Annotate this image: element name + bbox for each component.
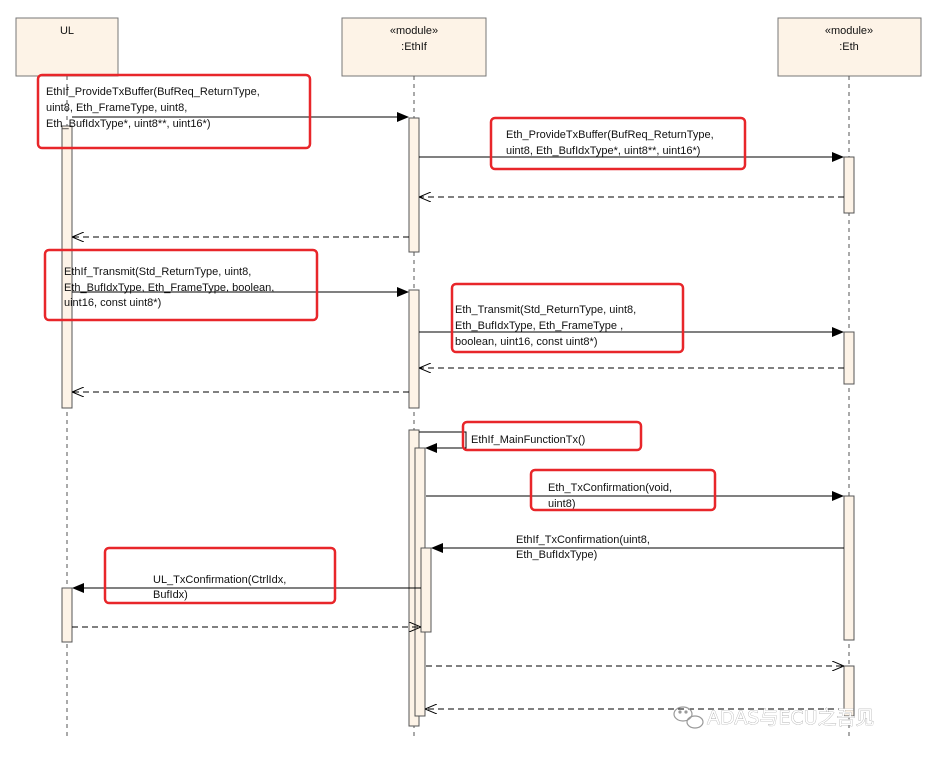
highlight-m5 bbox=[461, 420, 643, 452]
highlight-m8 bbox=[103, 546, 337, 605]
activation-eth-2 bbox=[843, 331, 855, 385]
participant-ul-name: UL bbox=[60, 25, 74, 37]
message-label-m1: EthIf_ProvideTxBuffer(BufReq_ReturnType,… bbox=[46, 86, 263, 130]
message-labels: EthIf_ProvideTxBuffer(BufReq_ReturnType,… bbox=[46, 86, 717, 601]
participant-eth-name: :Eth bbox=[839, 41, 859, 53]
return-arrows bbox=[72, 197, 844, 709]
message-label-m4: Eth_Transmit(Std_ReturnType, uint8, Eth_… bbox=[455, 304, 639, 348]
activation-ethif-5 bbox=[420, 547, 432, 633]
activation-ul-2 bbox=[61, 587, 73, 643]
activation-ul-1 bbox=[61, 125, 73, 409]
message-label-m6: Eth_TxConfirmation(void, uint8) bbox=[548, 482, 675, 510]
activation-eth-1 bbox=[843, 156, 855, 214]
message-label-m3: EthIf_Transmit(Std_ReturnType, uint8, Et… bbox=[64, 266, 277, 309]
call-arrows bbox=[72, 112, 844, 593]
participant-eth-stereotype: «module» bbox=[825, 25, 873, 37]
participant-eth-box bbox=[777, 17, 922, 77]
activation-eth-3 bbox=[843, 495, 855, 641]
participant-ethif-box bbox=[341, 17, 487, 77]
activation-eth-4 bbox=[843, 665, 855, 717]
message-label-m5: EthIf_MainFunctionTx() bbox=[471, 434, 585, 446]
participant-ul: UL bbox=[15, 17, 119, 77]
activation-ethif-1 bbox=[408, 117, 420, 253]
highlight-m1 bbox=[36, 73, 312, 150]
watermark-text: ADAS与ECU之吾见 bbox=[707, 707, 875, 729]
highlight-m4 bbox=[450, 282, 685, 354]
activation-bars bbox=[61, 117, 855, 727]
participant-eth: «module» :Eth bbox=[777, 17, 922, 77]
highlight-m3 bbox=[43, 248, 319, 322]
message-label-m8: UL_TxConfirmation(CtrlIdx, BufIdx) bbox=[153, 574, 289, 601]
highlight-m2 bbox=[489, 116, 747, 171]
lifelines bbox=[66, 76, 850, 740]
watermark: ADAS与ECU之吾见 bbox=[673, 706, 875, 729]
highlight-m6 bbox=[529, 468, 717, 512]
message-label-m7: EthIf_TxConfirmation(uint8, Eth_BufIdxTy… bbox=[516, 534, 653, 561]
participant-ethif-stereotype: «module» bbox=[390, 25, 438, 37]
arrow-m5 bbox=[419, 431, 467, 453]
message-label-m2: Eth_ProvideTxBuffer(BufReq_ReturnType, u… bbox=[506, 129, 717, 157]
participant-ethif-name: :EthIf bbox=[401, 41, 428, 53]
highlight-boxes bbox=[36, 73, 747, 605]
participant-ethif: «module» :EthIf bbox=[341, 17, 487, 77]
participant-ul-box bbox=[15, 17, 119, 77]
activation-ethif-2 bbox=[408, 289, 420, 409]
wechat-icon bbox=[673, 706, 704, 729]
